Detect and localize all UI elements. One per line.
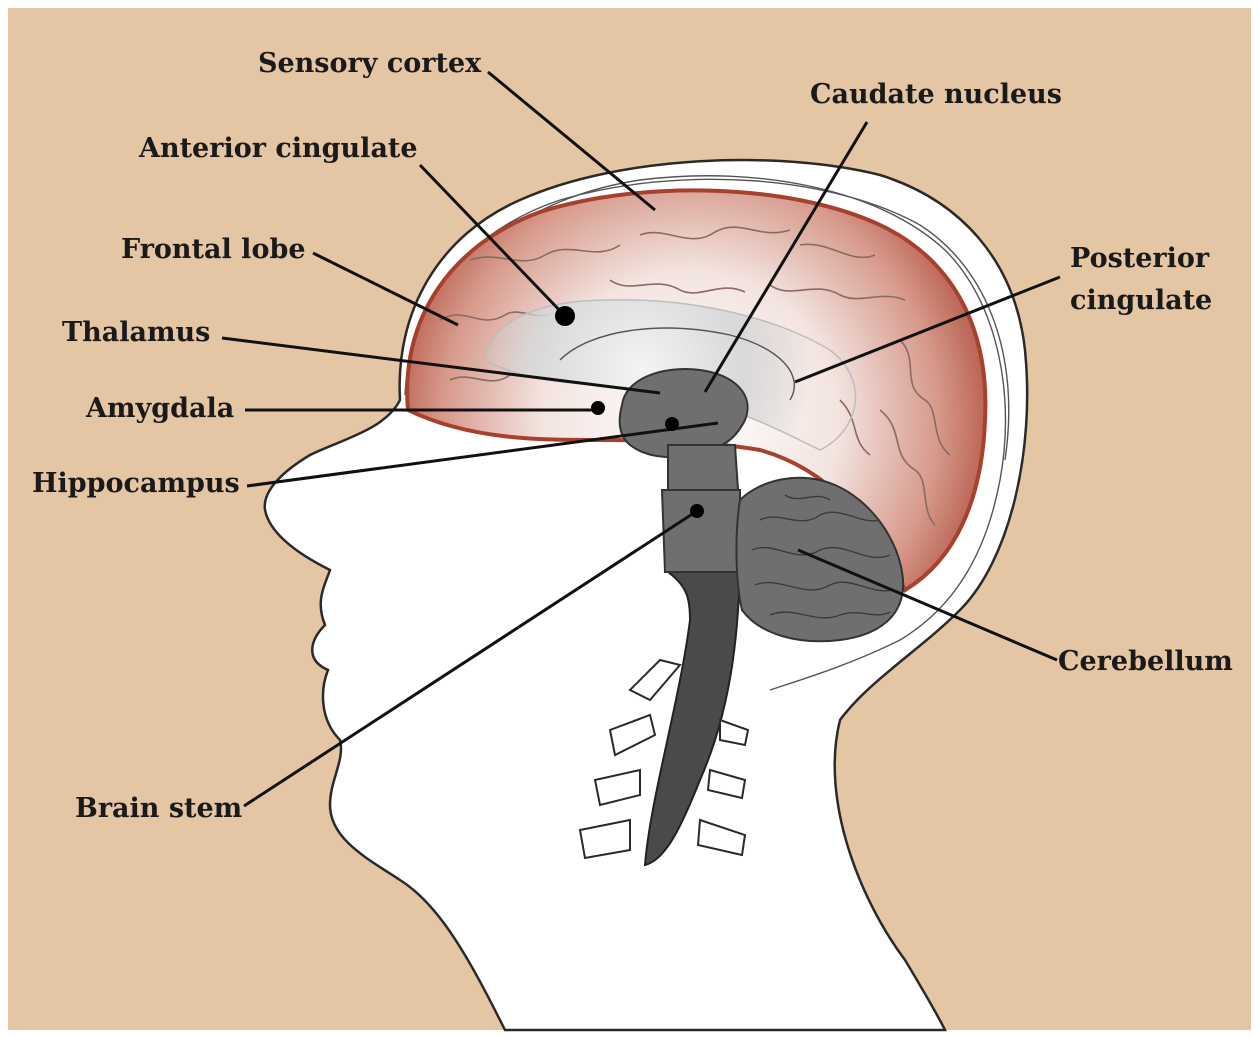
dot-hippocampus [665, 417, 679, 431]
pons-shape [662, 490, 740, 572]
label-posterior-cingulate-line1: Posterior [1070, 243, 1210, 274]
label-anterior-cingulate: Anterior cingulate [138, 133, 418, 164]
dot-amygdala [591, 401, 605, 415]
midbrain-shape [668, 445, 738, 490]
label-cerebellum: Cerebellum [1058, 646, 1233, 677]
label-hippocampus: Hippocampus [32, 468, 240, 499]
dot-anterior-cingulate [555, 306, 575, 326]
label-frontal-lobe: Frontal lobe [121, 234, 306, 265]
label-brain-stem: Brain stem [75, 793, 242, 824]
label-caudate-nucleus: Caudate nucleus [810, 79, 1062, 110]
dot-brain-stem [690, 504, 704, 518]
label-posterior-cingulate-line2: cingulate [1070, 285, 1212, 316]
label-thalamus: Thalamus [62, 317, 210, 348]
label-amygdala: Amygdala [85, 393, 234, 424]
label-sensory-cortex: Sensory cortex [258, 48, 482, 79]
